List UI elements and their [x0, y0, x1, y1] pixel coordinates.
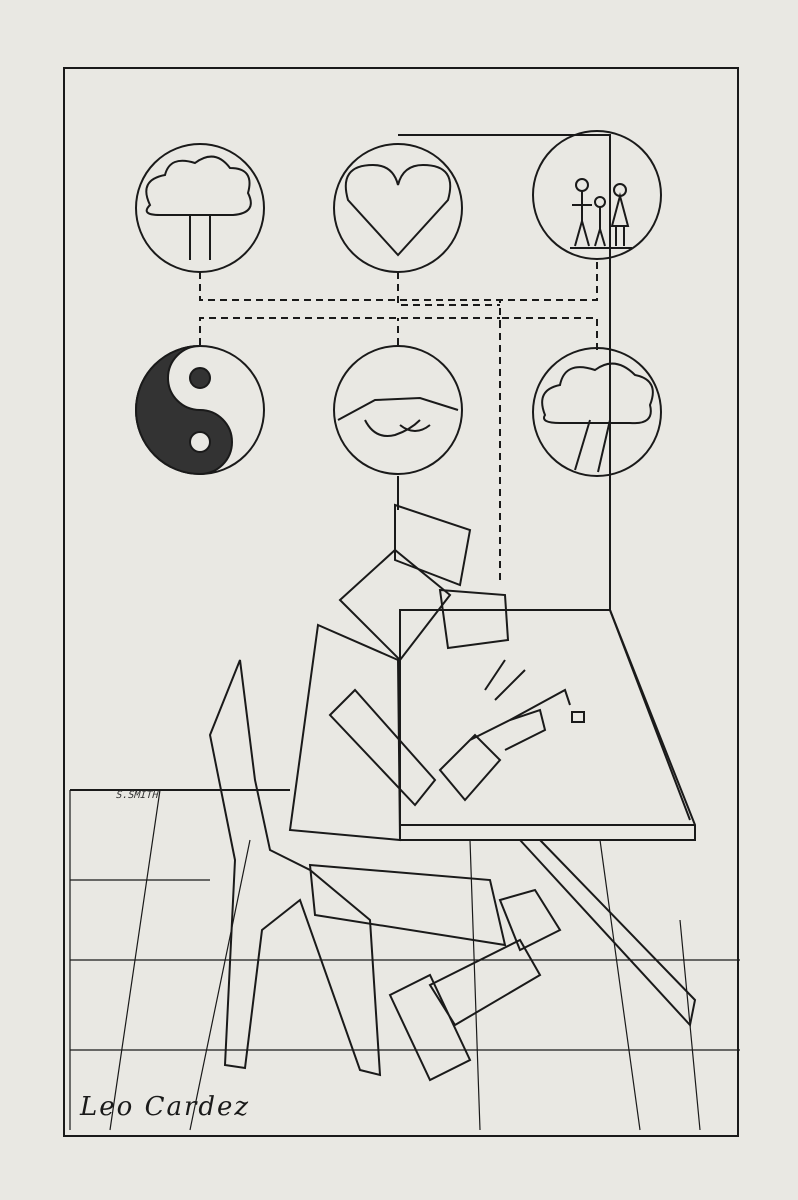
family-icon	[532, 130, 662, 260]
desk	[399, 609, 697, 1028]
handshake-icon	[333, 345, 463, 475]
connection-lines	[199, 262, 598, 580]
tree-icon	[135, 143, 265, 273]
floor-grid	[69, 789, 740, 1131]
storm-cloud-icon	[532, 347, 662, 477]
heart-icon	[333, 143, 463, 273]
yin-yang-icon	[135, 345, 265, 476]
seated-figure	[288, 503, 585, 1082]
floor-label: S.SMITH	[114, 790, 160, 801]
artist-signature: Leo Cardez	[80, 1092, 251, 1122]
chair	[208, 659, 382, 1077]
frame	[63, 67, 739, 1137]
